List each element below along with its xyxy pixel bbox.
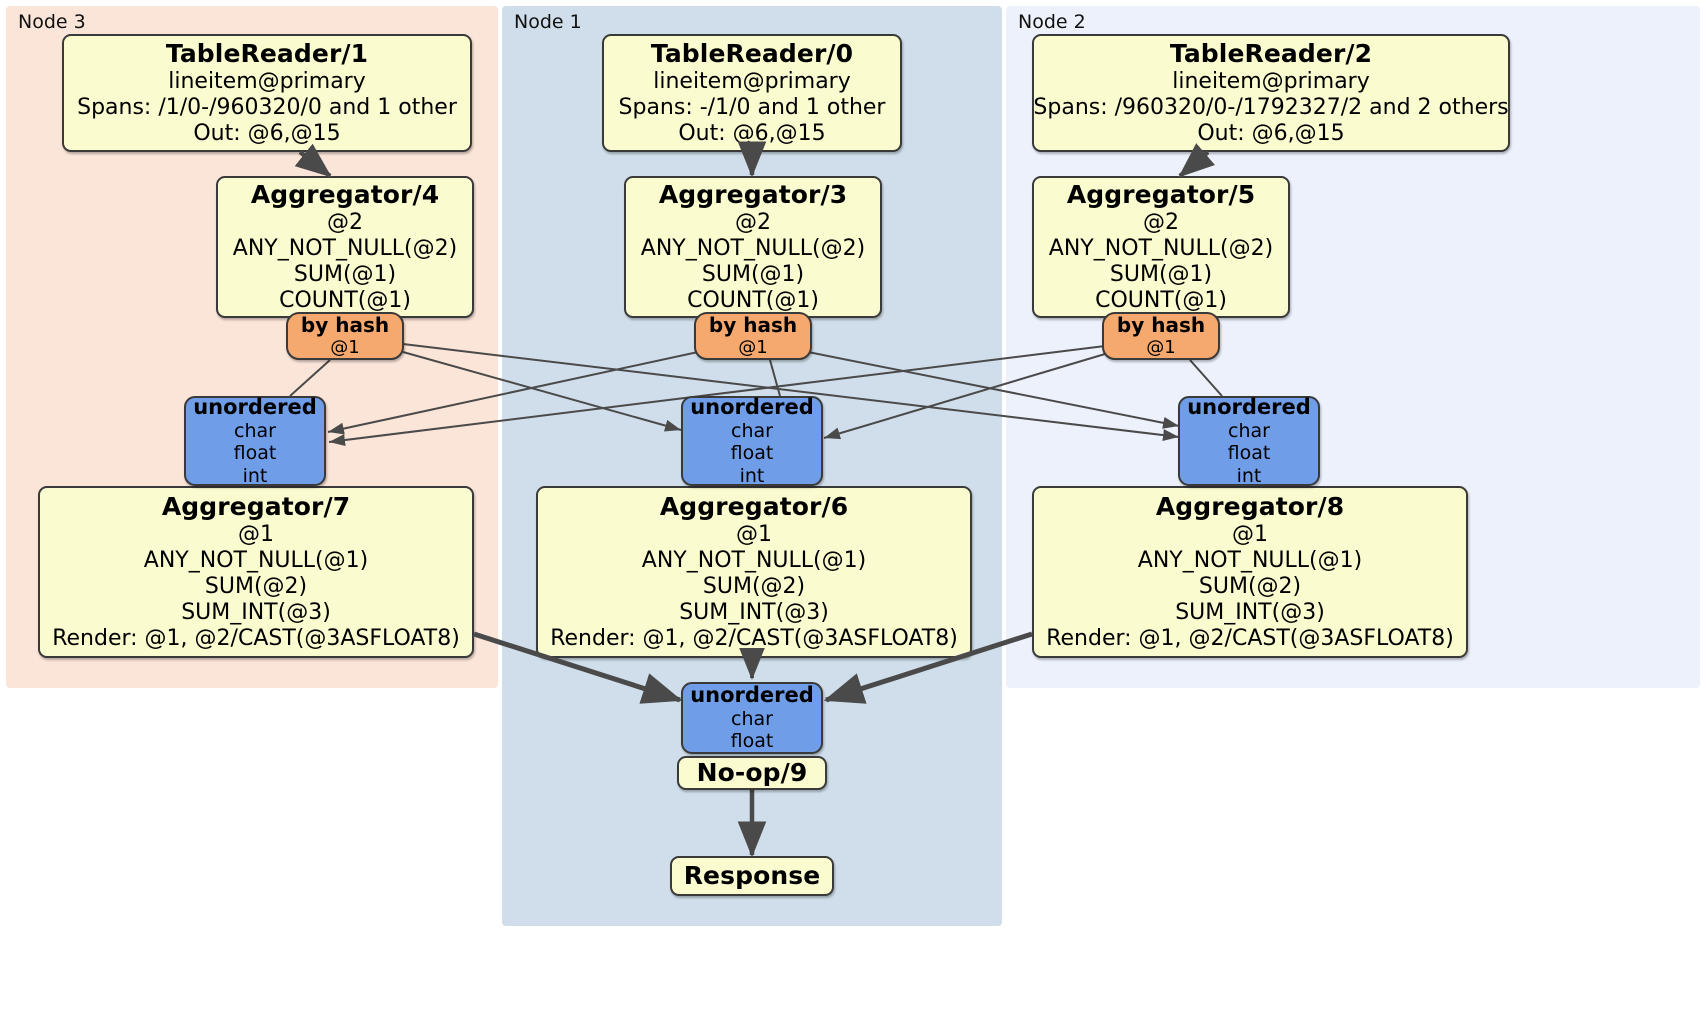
node-title: TableReader/1 <box>165 39 369 69</box>
input-sync-unordered-node3[interactable]: unordered char float int <box>184 395 326 487</box>
node-line-1: Spans: /960320/0-/1792327/2 and 2 others <box>1033 94 1509 120</box>
node-title: Aggregator/4 <box>250 180 440 210</box>
router-title: by hash <box>300 312 390 337</box>
node-line-0: @2 <box>1143 209 1179 235</box>
sync-title: unordered <box>1187 395 1311 420</box>
node-title: Aggregator/6 <box>659 492 849 522</box>
node-line-0: @1 <box>238 521 274 547</box>
node-title: Aggregator/3 <box>658 180 848 210</box>
node-line-4: Render: @1, @2/CAST(@3ASFLOAT8) <box>1046 625 1454 651</box>
node-line-1: Spans: /1/0-/960320/0 and 1 other <box>77 94 457 120</box>
node-title: Aggregator/5 <box>1066 180 1256 210</box>
input-sync-unordered-node2[interactable]: unordered char float int <box>1178 395 1320 487</box>
node-tablereader1[interactable]: TableReader/1 lineitem@primary Spans: /1… <box>62 34 472 152</box>
node-line-0: @2 <box>735 209 771 235</box>
node-aggregator3[interactable]: Aggregator/3 @2 ANY_NOT_NULL(@2) SUM(@1)… <box>624 176 882 318</box>
input-sync-unordered-final[interactable]: unordered char float <box>681 682 823 754</box>
node-line-2: SUM(@2) <box>204 573 308 599</box>
node-line-2: SUM(@2) <box>1198 573 1302 599</box>
node-line-4: Render: @1, @2/CAST(@3ASFLOAT8) <box>550 625 958 651</box>
node-tablereader0[interactable]: TableReader/0 lineitem@primary Spans: -/… <box>602 34 902 152</box>
node-aggregator4[interactable]: Aggregator/4 @2 ANY_NOT_NULL(@2) SUM(@1)… <box>216 176 474 318</box>
node-title: Aggregator/8 <box>1155 492 1345 522</box>
node-line-1: ANY_NOT_NULL(@1) <box>1137 547 1363 573</box>
node-line-2: SUM(@1) <box>293 261 397 287</box>
node-line-0: lineitem@primary <box>168 68 366 94</box>
output-router-by-hash-node3[interactable]: by hash @1 <box>286 312 404 360</box>
node-title: No-op/9 <box>696 758 808 788</box>
node-line-1: ANY_NOT_NULL(@1) <box>143 547 369 573</box>
node-line-1: Spans: -/1/0 and 1 other <box>618 94 886 120</box>
node-line-1: ANY_NOT_NULL(@1) <box>641 547 867 573</box>
node-line-0: @1 <box>736 521 772 547</box>
sync-line-1: float <box>1227 442 1271 465</box>
sync-line-0: char <box>234 419 276 442</box>
sync-title: unordered <box>193 395 317 420</box>
node-line-3: SUM_INT(@3) <box>1175 599 1325 625</box>
router-title: by hash <box>1116 312 1206 337</box>
node-noop9[interactable]: No-op/9 <box>677 756 827 790</box>
node-line-0: @2 <box>327 209 363 235</box>
region-node2-label: Node 2 <box>1018 11 1086 33</box>
node-line-1: ANY_NOT_NULL(@2) <box>640 235 866 261</box>
region-node3-label: Node 3 <box>18 11 86 33</box>
sync-line-0: char <box>1228 419 1270 442</box>
node-line-3: SUM_INT(@3) <box>181 599 331 625</box>
node-line-3: COUNT(@1) <box>1095 287 1227 313</box>
sync-line-0: char <box>731 707 773 730</box>
node-line-2: Out: @6,@15 <box>193 120 341 146</box>
sync-line-0: char <box>731 419 773 442</box>
sync-line-2: int <box>1236 464 1262 487</box>
node-line-3: SUM_INT(@3) <box>679 599 829 625</box>
node-line-2: SUM(@1) <box>701 261 805 287</box>
node-title: Aggregator/7 <box>161 492 351 522</box>
node-line-2: SUM(@1) <box>1109 261 1213 287</box>
node-line-1: ANY_NOT_NULL(@2) <box>232 235 458 261</box>
node-title: TableReader/0 <box>650 39 854 69</box>
node-line-0: lineitem@primary <box>1172 68 1370 94</box>
node-line-2: SUM(@2) <box>702 573 806 599</box>
node-line-2: Out: @6,@15 <box>678 120 826 146</box>
output-router-by-hash-node2[interactable]: by hash @1 <box>1102 312 1220 360</box>
node-title: Response <box>683 861 821 891</box>
node-aggregator8[interactable]: Aggregator/8 @1 ANY_NOT_NULL(@1) SUM(@2)… <box>1032 486 1468 658</box>
router-line-0: @1 <box>738 337 768 359</box>
sync-title: unordered <box>690 683 814 708</box>
sync-line-2: int <box>739 464 765 487</box>
node-aggregator6[interactable]: Aggregator/6 @1 ANY_NOT_NULL(@1) SUM(@2)… <box>536 486 972 658</box>
sync-line-1: float <box>730 730 774 753</box>
sync-line-2: int <box>242 464 268 487</box>
router-line-0: @1 <box>1146 337 1176 359</box>
node-line-4: Render: @1, @2/CAST(@3ASFLOAT8) <box>52 625 460 651</box>
node-line-1: ANY_NOT_NULL(@2) <box>1048 235 1274 261</box>
node-aggregator7[interactable]: Aggregator/7 @1 ANY_NOT_NULL(@1) SUM(@2)… <box>38 486 474 658</box>
router-line-0: @1 <box>330 337 360 359</box>
sync-title: unordered <box>690 395 814 420</box>
node-aggregator5[interactable]: Aggregator/5 @2 ANY_NOT_NULL(@2) SUM(@1)… <box>1032 176 1290 318</box>
node-title: TableReader/2 <box>1169 39 1373 69</box>
node-line-3: COUNT(@1) <box>687 287 819 313</box>
router-title: by hash <box>708 312 798 337</box>
node-line-0: @1 <box>1232 521 1268 547</box>
region-node1-label: Node 1 <box>514 11 582 33</box>
node-line-2: Out: @6,@15 <box>1197 120 1345 146</box>
node-line-0: lineitem@primary <box>653 68 851 94</box>
node-tablereader2[interactable]: TableReader/2 lineitem@primary Spans: /9… <box>1032 34 1510 152</box>
sync-line-1: float <box>730 442 774 465</box>
sync-line-1: float <box>233 442 277 465</box>
node-line-3: COUNT(@1) <box>279 287 411 313</box>
node-response[interactable]: Response <box>670 856 834 896</box>
output-router-by-hash-node1[interactable]: by hash @1 <box>694 312 812 360</box>
input-sync-unordered-node1[interactable]: unordered char float int <box>681 395 823 487</box>
